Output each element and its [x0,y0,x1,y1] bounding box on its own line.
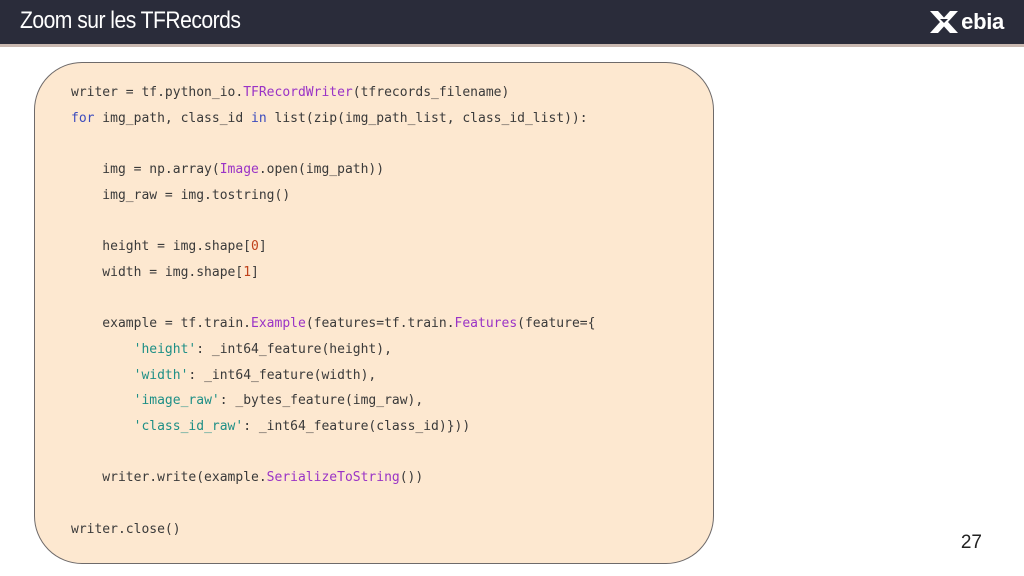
code-listing: writer = tf.python_io.TFRecordWriter(tfr… [71,84,595,546]
code-line: 'image_raw': _bytes_feature(img_raw), [71,392,595,418]
code-line: height = img.shape[0] [71,238,595,264]
code-block [34,62,714,564]
code-token: : _int64_feature(height), [196,341,392,357]
code-token [71,368,134,383]
code-token: (features=tf.train. [305,316,455,332]
code-line: img = np.array(Image.open(img_path)) [71,161,595,187]
code-token: 0 [251,239,259,255]
code-token: : _bytes_feature(img_raw), [219,393,424,409]
code-token: 'class_id_raw' [133,418,244,434]
code-line: 'class_id_raw': _int64_feature(class_id)… [71,418,595,444]
code-token: ] [258,239,267,255]
xebia-logo: ebia [928,8,1004,36]
code-line: writer = tf.python_io.TFRecordWriter(tfr… [71,84,595,110]
code-token: width = img.shape[ [71,264,244,280]
code-line: 'width': _int64_feature(width), [71,367,595,393]
code-line: width = img.shape[1] [71,264,595,290]
code-line: 'height': _int64_feature(height), [71,341,595,367]
code-token [71,419,134,434]
code-line: writer.close() [71,521,595,547]
code-line [71,444,595,470]
code-token: Image [219,162,259,178]
code-token: 1 [243,264,252,280]
code-token: in [251,110,267,126]
code-token: for [71,110,95,126]
code-token: 'width' [133,367,189,383]
code-line: writer.write(example.SerializeToString()… [71,469,595,495]
slide-header: Zoom sur les TFRecords ebia [0,0,1024,47]
code-token: 'height' [133,341,197,357]
code-token: 'image_raw' [133,393,220,409]
code-token: (tfrecords_filename) [352,85,510,100]
code-token: list(zip(img_path_list, class_id_list)): [266,110,588,126]
slide-title: Zoom sur les TFRecords [20,7,241,34]
code-token: writer.write(example. [71,470,267,486]
code-token: Features [454,316,518,332]
code-token: ] [251,264,259,280]
code-token: TFRecordWriter [243,85,353,100]
code-token: writer = tf.python_io. [71,85,244,100]
code-line: example = tf.train.Example(features=tf.t… [71,315,595,341]
code-token: height = img.shape[ [71,239,252,255]
code-token: (feature={ [517,316,596,332]
code-token: SerializeToString [266,470,400,486]
code-line [71,135,595,161]
code-line: for img_path, class_id in list(zip(img_p… [71,110,595,136]
code-token: img = np.array( [71,162,220,178]
x-mark-icon [930,11,959,33]
code-token: writer.close() [71,521,181,537]
code-token: .open(img_path)) [258,162,385,178]
code-token: img_path, class_id [94,110,252,126]
logo-text: ebia [961,9,1004,34]
code-token: img_raw = img.tostring() [71,187,291,203]
code-line [71,495,595,521]
code-token: : _int64_feature(width), [188,367,377,383]
code-token: Example [251,316,306,332]
code-token: ()) [399,470,424,486]
code-line [71,290,595,316]
code-token: example = tf.train. [71,316,252,332]
code-line: img_raw = img.tostring() [71,187,595,213]
code-token [71,342,134,357]
code-token [71,393,134,408]
code-line [71,212,595,238]
code-token: : _int64_feature(class_id)})) [243,418,471,434]
page-number: 27 [960,532,982,553]
